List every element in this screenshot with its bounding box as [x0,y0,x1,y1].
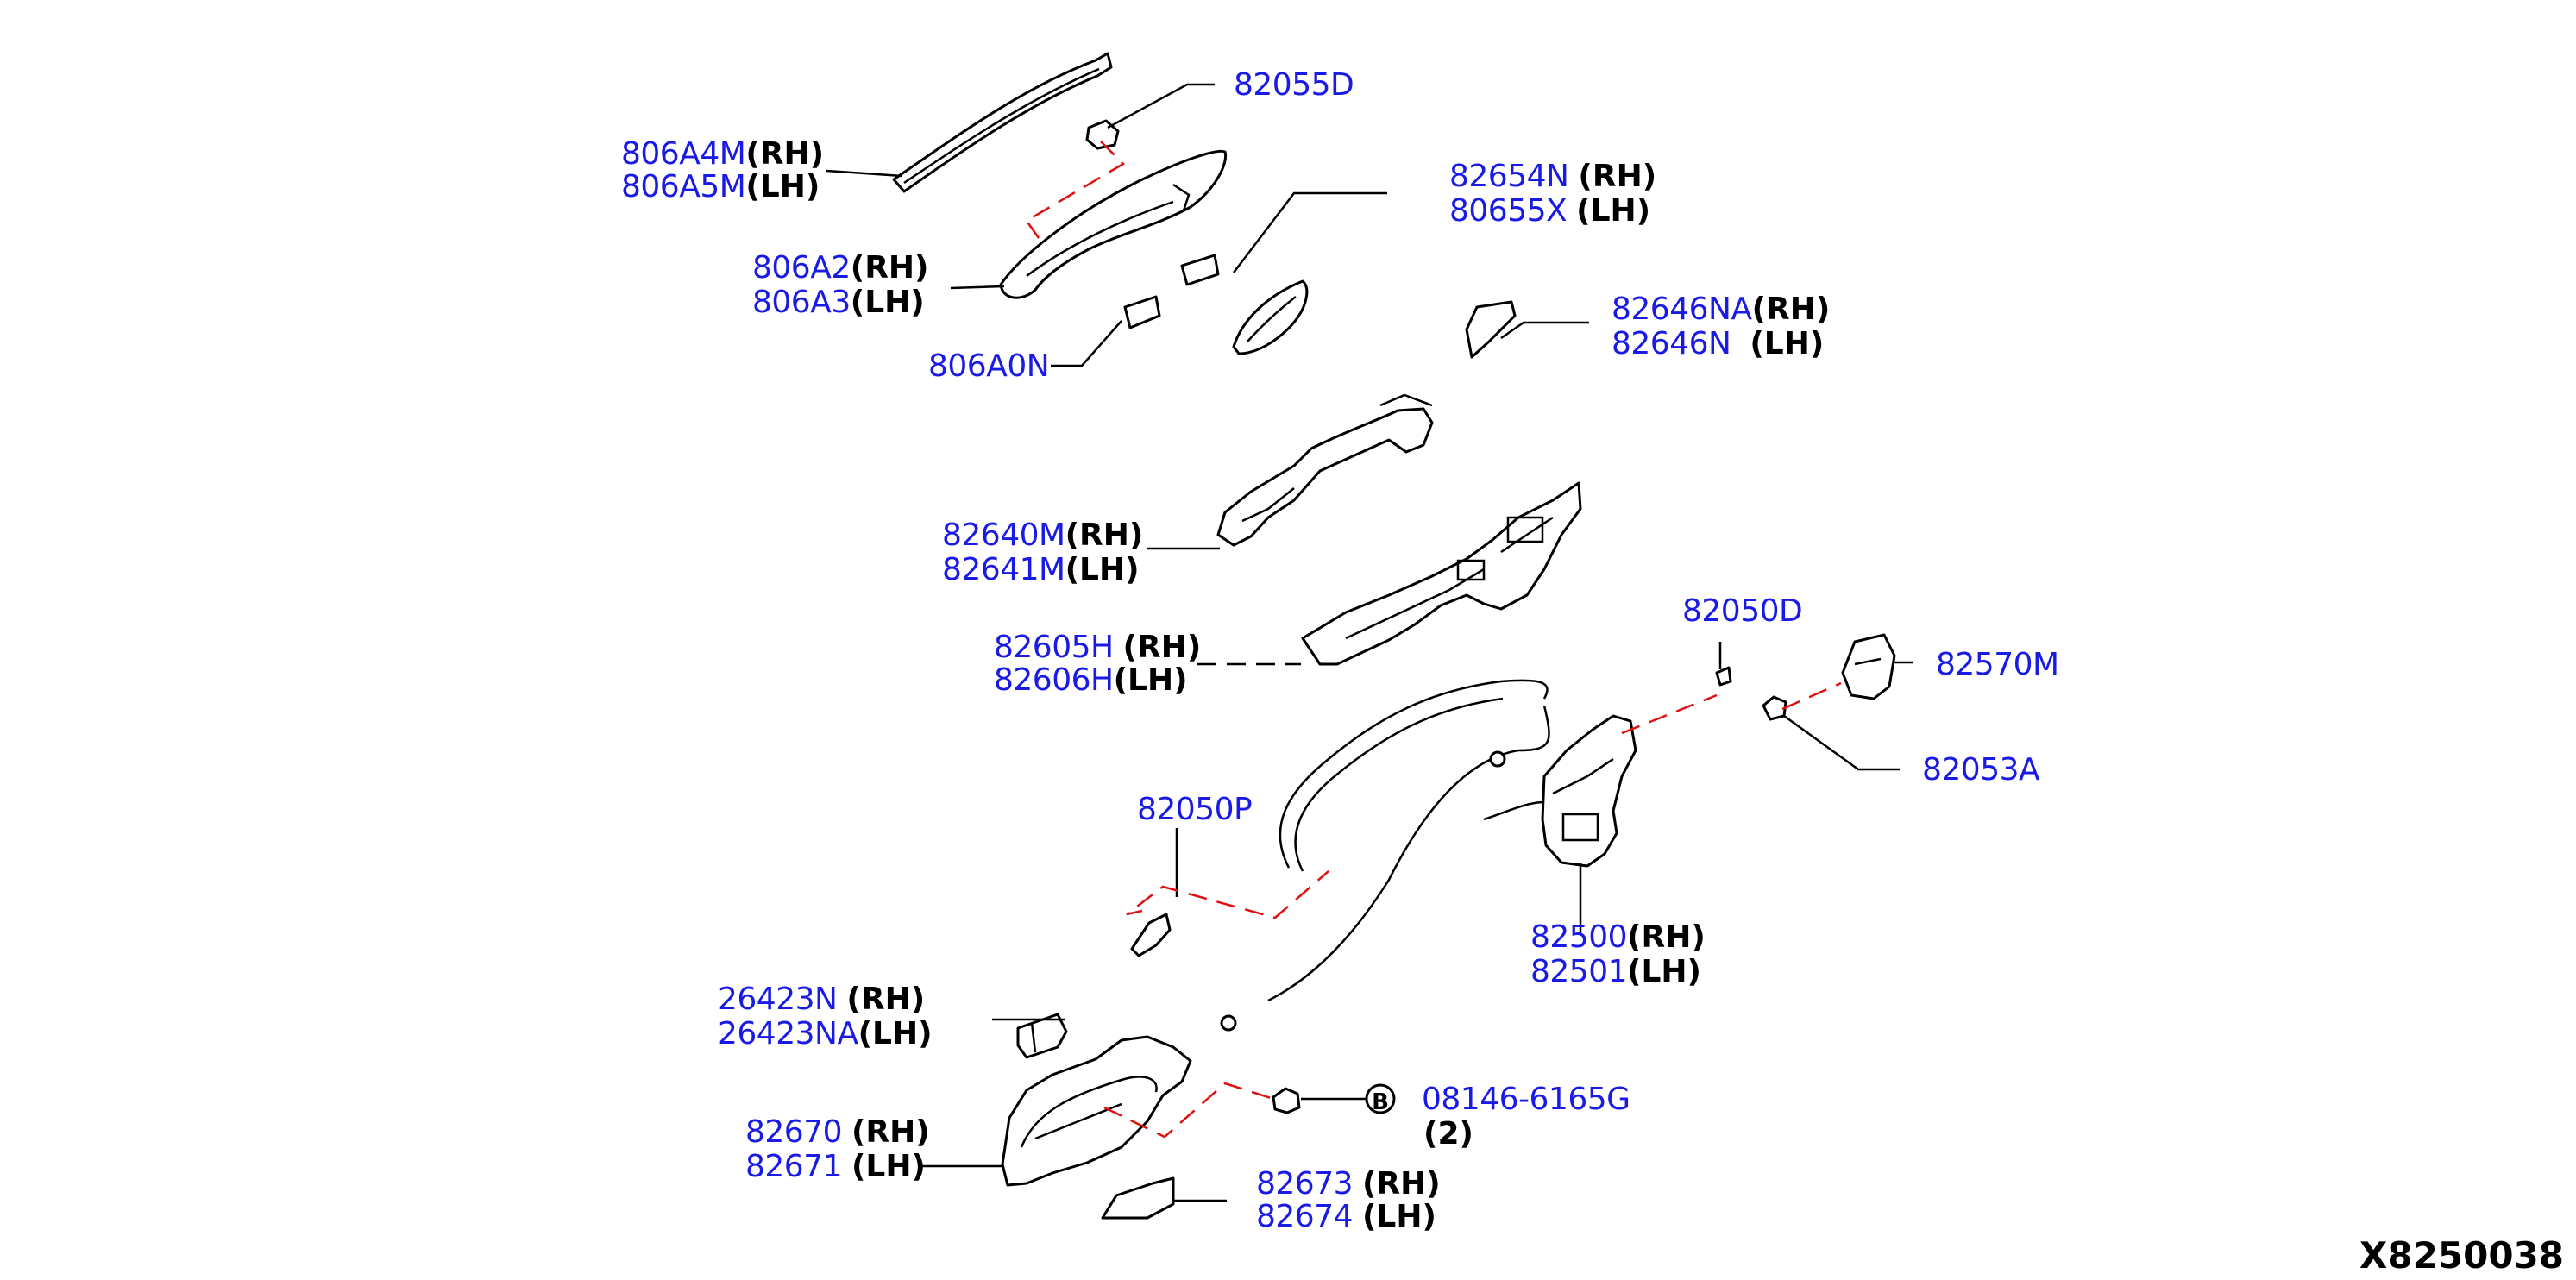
dashed-assembly-lines [1025,141,1842,1139]
callout-26423n-rh: 26423N (RH) [701,982,935,1017]
callout-82605h-rh: 82605H (RH) [977,630,1211,665]
handle-frame [1301,481,1582,666]
bolt-marker: B [1365,1083,1396,1115]
callout-82570m: 82570M [1919,647,2070,682]
callout-806a3-lh: 806A3(LH) [735,285,935,320]
inside-handle-escutcheon [1101,1176,1175,1220]
callout-82500-rh: 82500(RH) [1513,919,1716,955]
grommet-part [1085,119,1120,150]
clip-part-b [1180,254,1220,286]
control-cable [1279,679,1549,872]
callout-806a2-rh: 806A2(RH) [735,250,939,285]
leader-lines [826,83,1913,1202]
screw-08146 [1272,1087,1301,1114]
callout-80655x-lh: 80655X (LH) [1432,193,1661,229]
callout-82654n-rh: 82654N (RH) [1432,159,1667,194]
outside-handle [1216,393,1434,547]
handle-gasket-strip [892,52,1113,193]
callout-82646n-lh: 82646N (LH) [1594,326,1834,361]
callout-82640m-rh: 82640M(RH) [925,518,1153,553]
rod-clip [1130,913,1172,957]
callout-82050p: 82050P [1120,792,1262,827]
callout-82053a: 82053A [1905,752,2050,787]
callout-82641m-lh: 82641M(LH) [925,552,1150,587]
callout-82673-rh: 82673 (RH) [1239,1166,1451,1202]
handle-gasket-pad [1232,279,1309,355]
diagram-code: X8250038 [2359,1234,2564,1277]
inside-handle-clip [1016,1013,1068,1059]
callout-806a4m-rh: 806A4M(RH) [604,136,834,172]
outside-handle-cover [999,149,1228,299]
callout-82646na-rh: 82646NA(RH) [1594,292,1840,327]
callout-82050d: 82050D [1665,593,1813,629]
door-lock-actuator [1483,714,1637,868]
bolt-82050d [1715,666,1732,687]
callout-806a5m-lh: 806A5M(LH) [604,169,830,204]
callout-82670-rh: 82670 (RH) [728,1114,940,1150]
handle-cap [1465,300,1517,359]
callout-82606h-lh: 82606H(LH) [977,662,1198,698]
callout-08146-6165g: 08146-6165G [1404,1082,1641,1117]
callout-82674-lh: 82674 (LH) [1239,1199,1447,1234]
callout-82671-lh: 82671 (LH) [728,1149,936,1184]
lock-rod [1220,705,1550,1032]
callout-08146-qty: (2) [1406,1116,1484,1151]
clip-part-a [1123,295,1161,329]
callout-806a0n: 806A0N [911,348,1059,384]
bolt-marker-letter: B [1372,1089,1389,1115]
inside-handle-base [1001,1035,1192,1187]
callout-82501-lh: 82501(LH) [1513,954,1712,989]
callout-26423na-lh: 26423NA(LH) [701,1016,943,1051]
callout-82055d: 82055D [1216,67,1364,103]
door-striker [1841,633,1896,700]
